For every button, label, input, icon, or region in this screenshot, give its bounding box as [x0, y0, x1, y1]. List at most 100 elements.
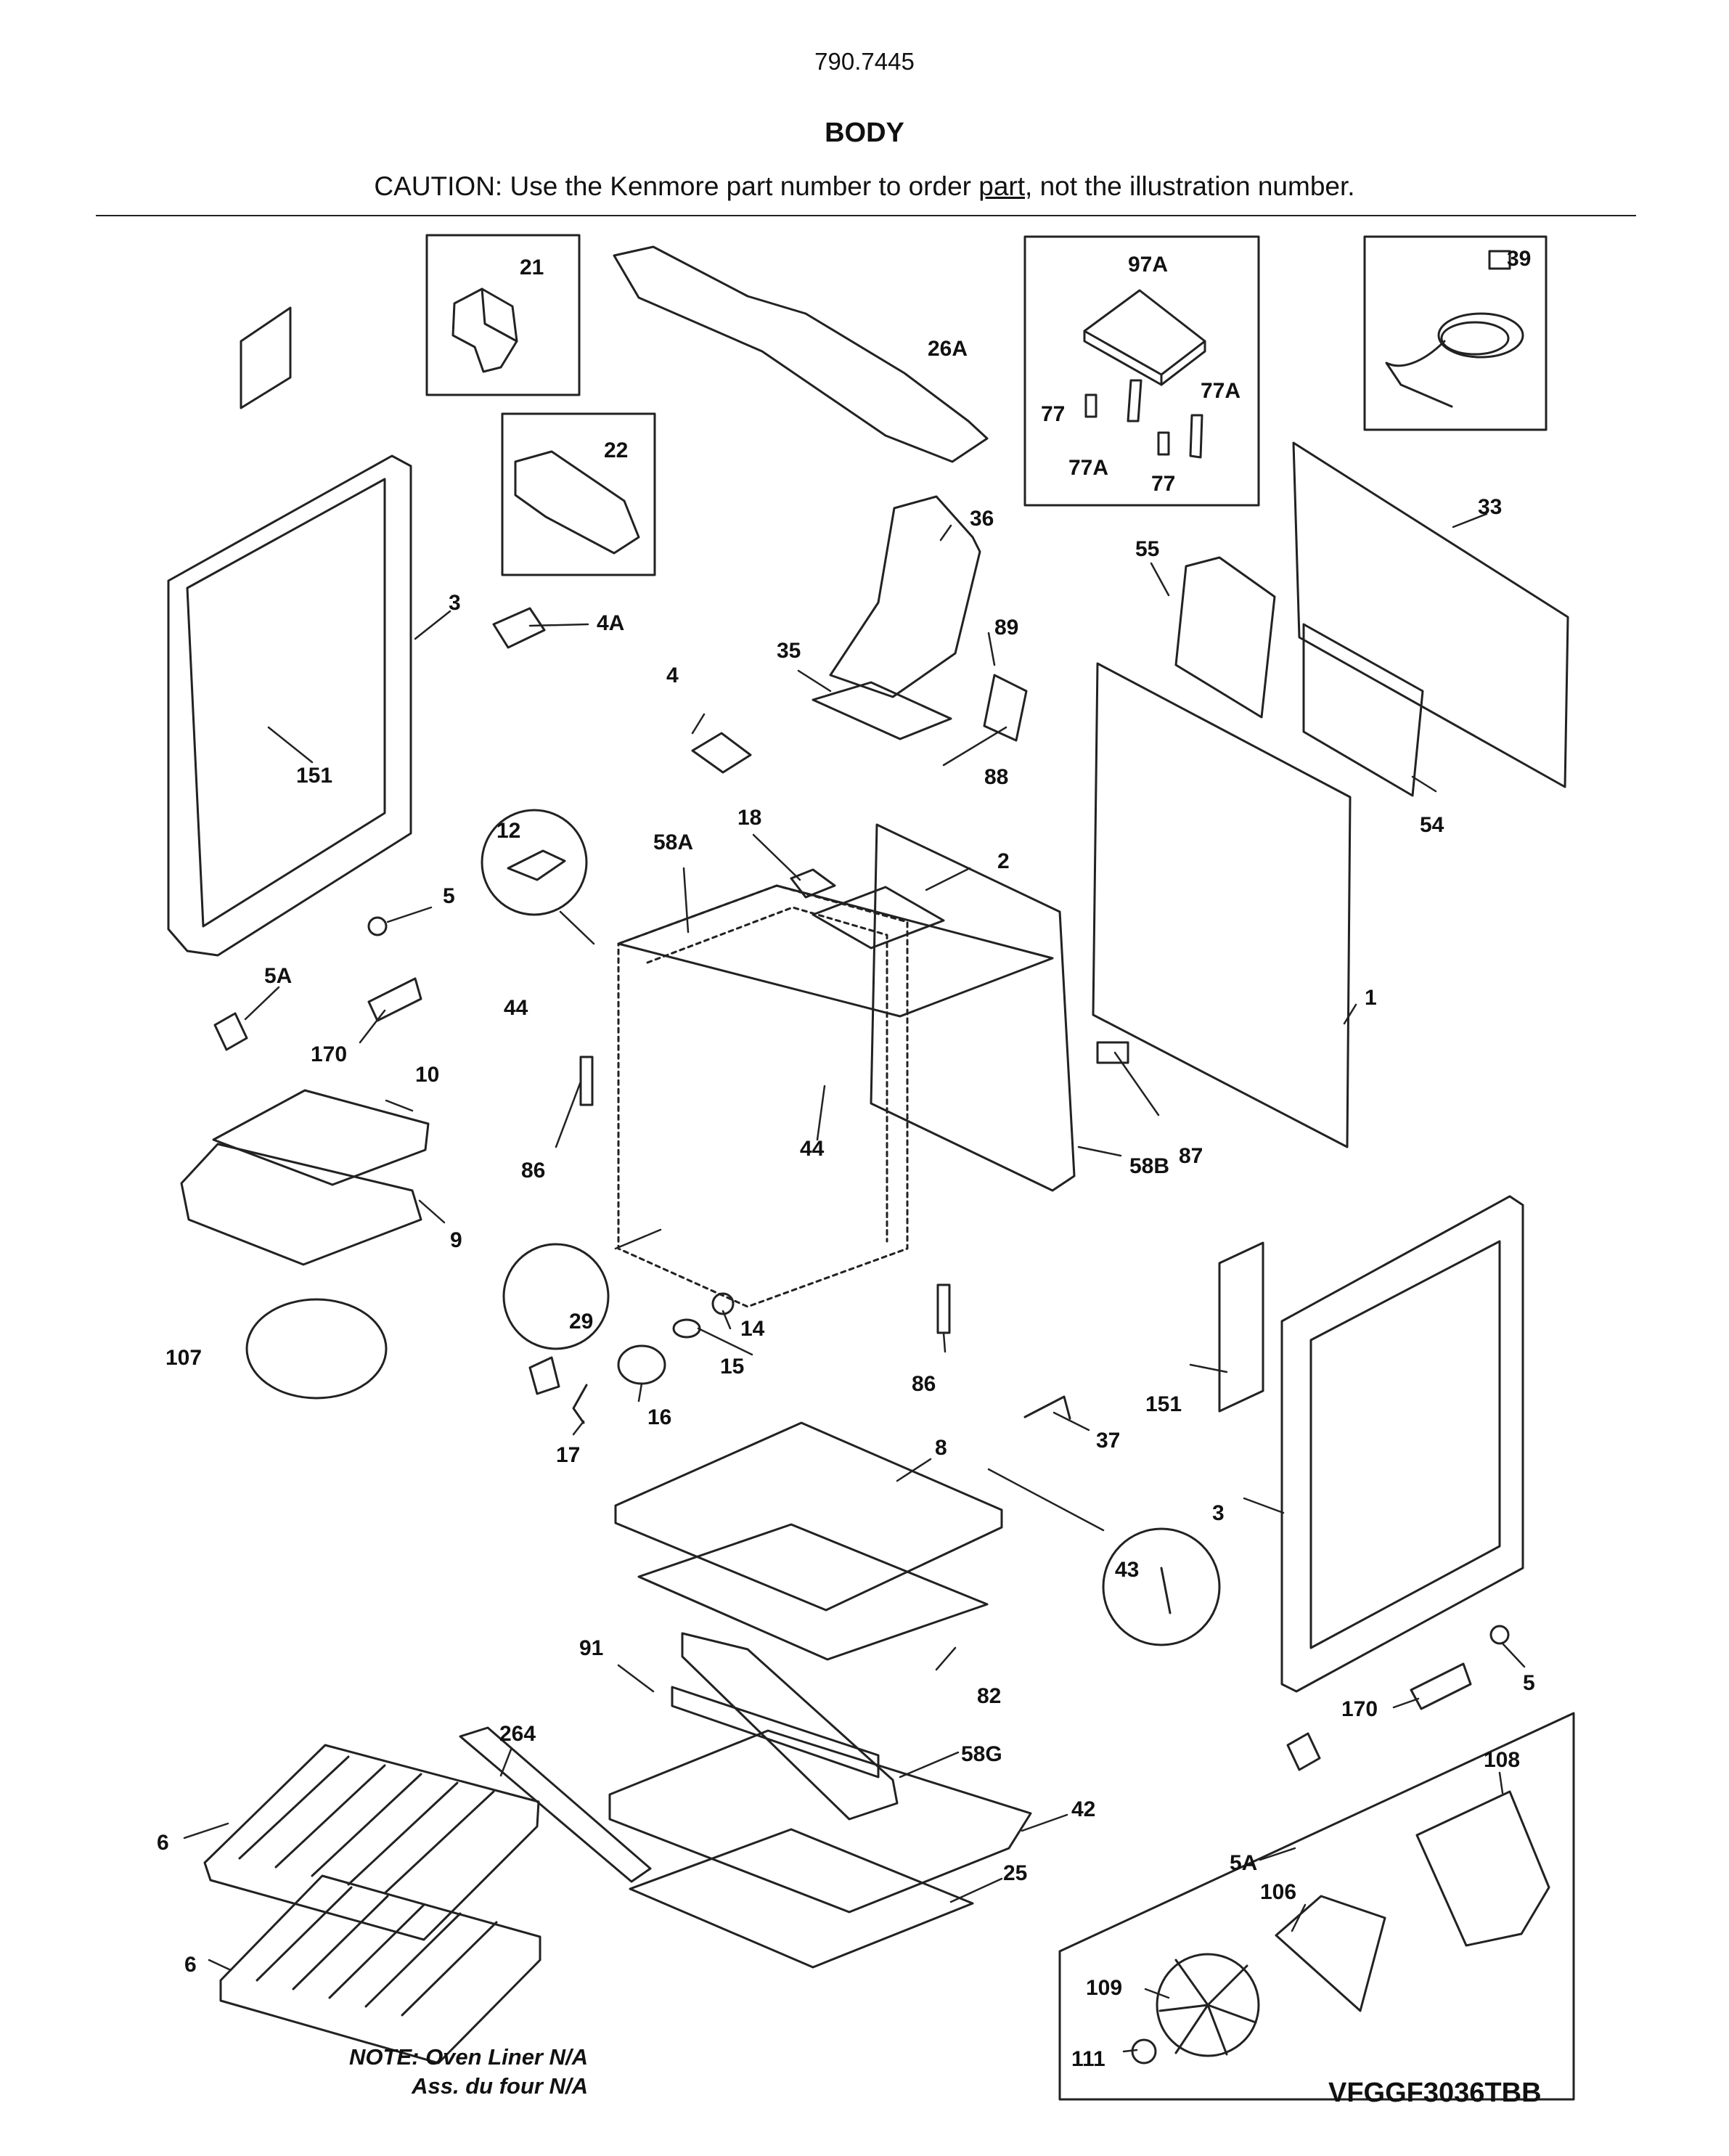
part-43-screw: [1160, 1567, 1172, 1614]
callout-5A-right: 5A: [1230, 1851, 1257, 1875]
part-3-side-panel-left: [167, 454, 412, 957]
callout-37: 37: [1096, 1429, 1120, 1453]
callout-6-lower: 6: [184, 1953, 197, 1977]
callout-25: 25: [1003, 1861, 1027, 1885]
callout-43: 43: [1115, 1558, 1139, 1582]
part-91-rail: [671, 1686, 880, 1779]
callout-170-right: 170: [1341, 1697, 1378, 1721]
caution-prefix: CAUTION: Use the Kenmore part number to …: [374, 171, 979, 201]
part-77A-connector-a: [1127, 379, 1143, 422]
part-170-bracket-left: [367, 977, 422, 1022]
callout-33: 33: [1478, 495, 1502, 519]
part-86-bracket-left: [579, 1055, 594, 1106]
part-5A-leveler-right: [1286, 1732, 1321, 1771]
part-8-oven-bottom: [614, 1421, 1003, 1612]
callout-109: 109: [1086, 1976, 1122, 2000]
header-rule: [96, 215, 1636, 216]
part-14-lamp-socket: [711, 1292, 735, 1315]
part-17-clip: [572, 1384, 588, 1424]
part-108-fan-motor: [1415, 1790, 1550, 1947]
callout-6-upper: 6: [157, 1831, 169, 1855]
part-151-bracket-right: [1218, 1241, 1264, 1413]
callout-151-right: 151: [1145, 1392, 1182, 1416]
oven-cavity-frame: [617, 884, 909, 1308]
part-111-nut: [1131, 2038, 1157, 2065]
callout-264: 264: [499, 1722, 536, 1746]
callout-54: 54: [1420, 813, 1444, 837]
part-5A-leveler-left: [213, 1012, 248, 1051]
callout-77-a: 77: [1041, 402, 1065, 426]
callout-77A-a: 77A: [1201, 379, 1240, 403]
caution-text: CAUTION: Use the Kenmore part number to …: [0, 171, 1729, 202]
part-9-vent-tray: [180, 1143, 422, 1266]
callout-29: 29: [569, 1310, 593, 1334]
callout-88: 88: [984, 765, 1008, 789]
callout-16: 16: [647, 1405, 671, 1429]
callout-87: 87: [1179, 1144, 1203, 1168]
callout-8: 8: [935, 1436, 947, 1460]
part-37-wire: [1023, 1395, 1071, 1420]
part-77-pin-a: [1084, 393, 1098, 418]
callout-22: 22: [604, 438, 628, 462]
part-25-bottom-cover: [629, 1828, 974, 1969]
part-106-fan-bracket: [1275, 1895, 1386, 2012]
part-97A-control-board: [1083, 289, 1206, 386]
callout-170-left: 170: [311, 1042, 347, 1066]
callout-4A: 4A: [597, 611, 624, 635]
part-58A-insulation-top: [617, 884, 1054, 1018]
part-1-back-panel: [1092, 662, 1352, 1148]
part-39-wire-harness: [1385, 250, 1524, 408]
model-code: VFGGF3036TBB: [1328, 2078, 1542, 2108]
callout-91: 91: [579, 1636, 603, 1660]
inset-box-97A: [1023, 235, 1260, 507]
part-89-bracket: [983, 674, 1028, 742]
inset-box-fan-assembly: [1058, 1712, 1575, 2101]
callout-77A-b: 77A: [1068, 456, 1108, 480]
note-oven-liner-french: Ass. du four N/A: [412, 2073, 588, 2099]
part-3-side-panel-right: [1280, 1195, 1524, 1693]
part-42-bottom-frame: [608, 1729, 1032, 1914]
part-5-screw-left: [367, 916, 388, 936]
part-36-vent-duct: [829, 495, 981, 698]
callout-151-left: 151: [296, 764, 332, 788]
part-87-label: [1096, 1041, 1129, 1064]
part-5-screw-right: [1489, 1625, 1510, 1645]
callout-86-a: 86: [521, 1159, 545, 1183]
part-86-bracket-right: [936, 1283, 951, 1334]
part-6-oven-rack-upper: [203, 1744, 540, 1941]
callout-17: 17: [556, 1443, 580, 1467]
callout-111: 111: [1071, 2047, 1105, 2071]
part-12-socket: [507, 849, 566, 881]
callout-4: 4: [666, 663, 679, 687]
callout-3-left: 3: [449, 591, 461, 615]
model-number: 790.7445: [814, 48, 915, 75]
section-title: BODY: [825, 118, 904, 148]
callout-3-right: 3: [1212, 1501, 1225, 1525]
callout-97A: 97A: [1128, 253, 1168, 277]
detail-circle-43: [1102, 1527, 1221, 1646]
callout-44-b: 44: [800, 1137, 825, 1161]
callout-106: 106: [1260, 1880, 1296, 1904]
callout-82: 82: [977, 1684, 1001, 1708]
part-107-fan-cover: [245, 1298, 388, 1400]
part-77A-connector-b: [1189, 414, 1203, 459]
inset-box-21: [425, 234, 581, 396]
callout-21: 21: [520, 256, 544, 279]
part-18-clip: [790, 868, 836, 899]
part-29-bracket: [528, 1356, 560, 1395]
detail-circle-29: [502, 1243, 610, 1350]
callout-12: 12: [496, 819, 520, 843]
callout-39: 39: [1507, 247, 1531, 271]
callout-58B: 58B: [1129, 1154, 1169, 1178]
part-15-bulb: [672, 1318, 701, 1339]
callout-77-b: 77: [1151, 472, 1175, 496]
leader-lines: [183, 513, 1526, 2053]
callout-5A-left: 5A: [264, 964, 292, 988]
part-77-pin-b: [1157, 431, 1170, 456]
part-33-rear-shield: [1292, 441, 1569, 788]
callout-5-right: 5: [1523, 1671, 1535, 1695]
part-22-bracket: [514, 450, 640, 555]
callout-58G: 58G: [961, 1742, 1002, 1766]
callout-42: 42: [1071, 1797, 1095, 1821]
part-170-bracket-right: [1410, 1662, 1472, 1710]
